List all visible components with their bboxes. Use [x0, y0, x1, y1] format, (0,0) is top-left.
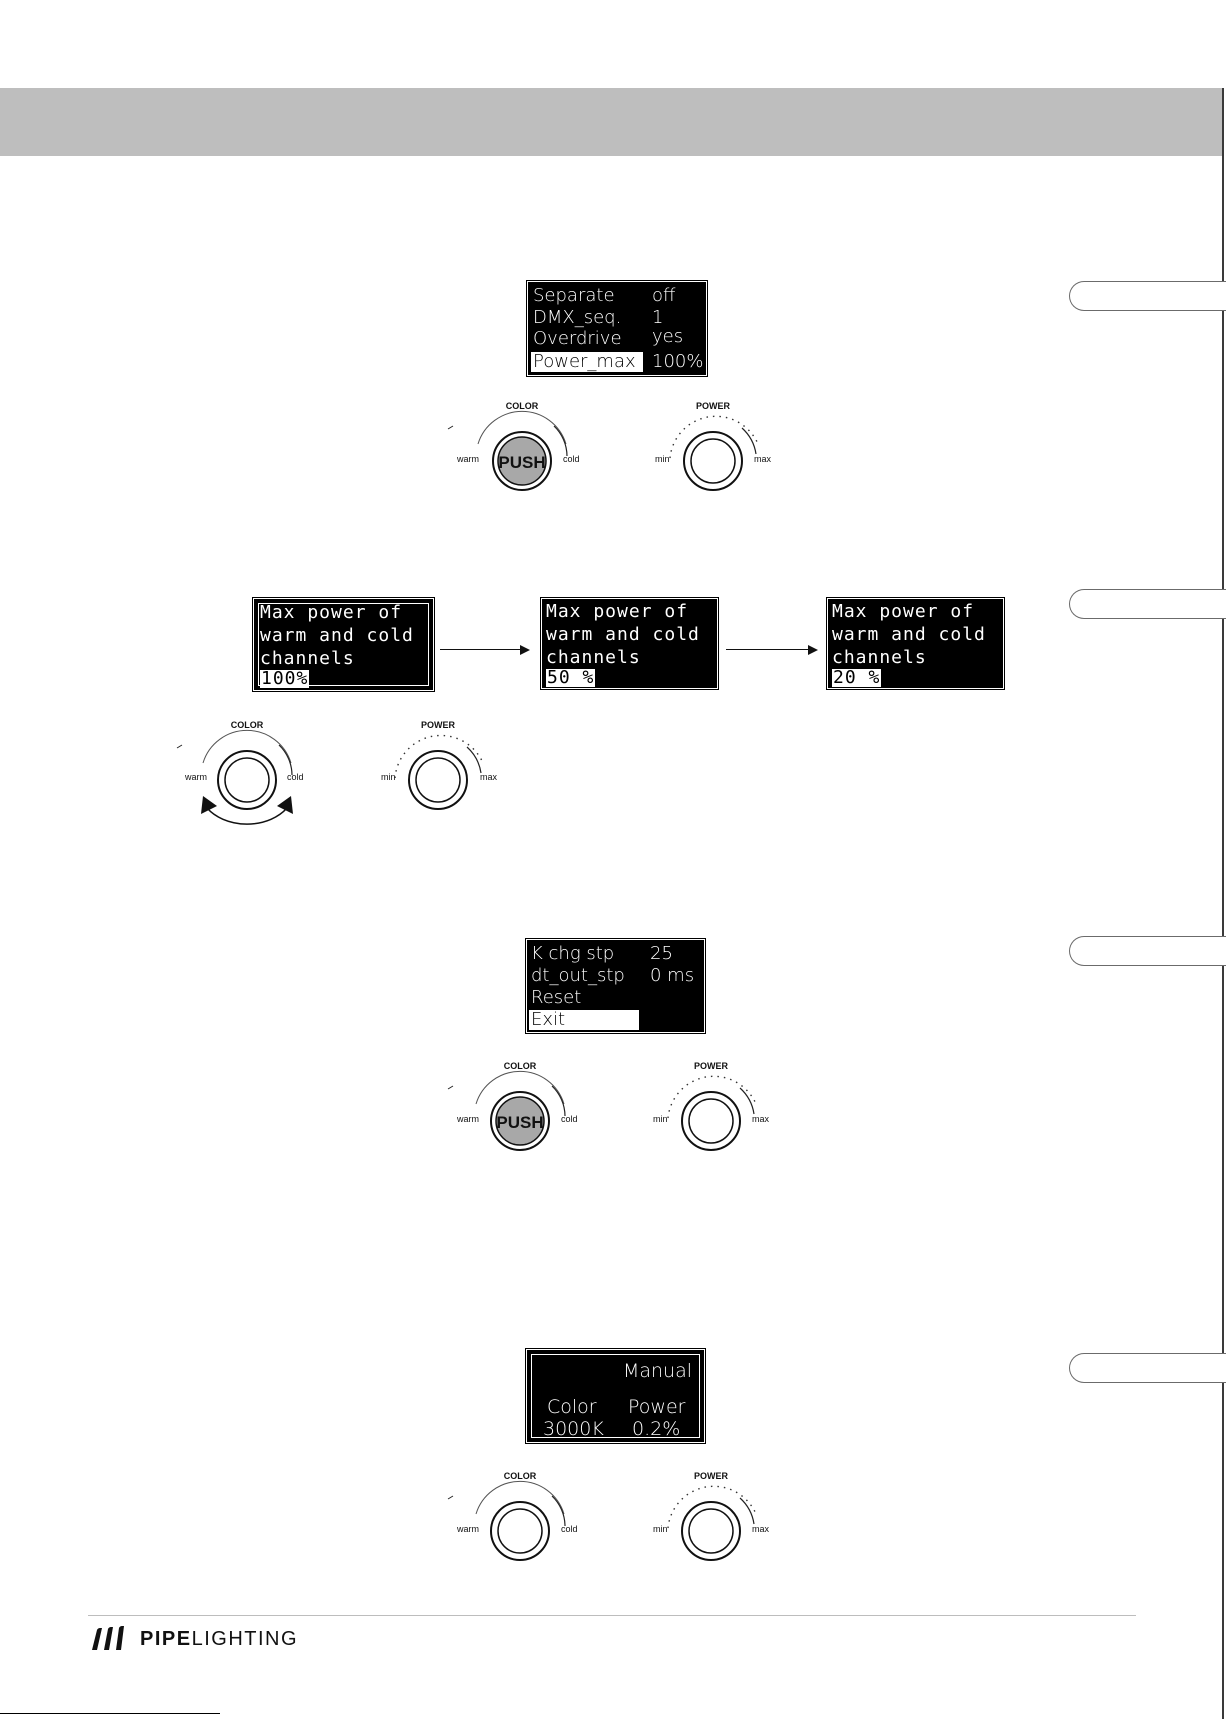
menu-row-label: Reset	[531, 987, 582, 1008]
warm-label: warm	[456, 454, 479, 464]
max-label: max	[480, 772, 498, 782]
power-knob: POWER min max	[381, 720, 498, 810]
color-knob-title: COLOR	[504, 1471, 537, 1481]
side-tab	[1069, 1353, 1226, 1383]
side-tab	[1069, 936, 1226, 966]
max-label: max	[752, 1114, 770, 1124]
footer-bottom-line	[0, 1713, 220, 1714]
screen-text-line: channels	[260, 648, 355, 669]
power-knob: POWER min max	[655, 401, 772, 491]
menu-row-label-selected: Exit	[529, 1010, 639, 1030]
arrow-head-icon	[808, 645, 818, 655]
power-knob-title: POWER	[694, 1061, 729, 1071]
color-knob-title: COLOR	[504, 1061, 537, 1071]
push-label: PUSH	[498, 453, 545, 472]
menu-row-value: 1	[652, 307, 664, 328]
menu-row-value: 0 ms	[650, 965, 695, 986]
power-label: Power	[628, 1396, 686, 1418]
screen-text-line: Max power of	[832, 601, 975, 622]
color-value: 3000K	[543, 1418, 604, 1440]
screen-text-line: channels	[832, 647, 927, 668]
color-knob-title: COLOR	[506, 401, 539, 411]
cold-label: cold	[561, 1114, 578, 1124]
power-knob: POWER min max	[653, 1471, 770, 1561]
warm-label: warm	[456, 1114, 479, 1124]
warm-label: warm	[184, 772, 207, 782]
power-knob-title: POWER	[421, 720, 456, 730]
flow-arrow	[726, 649, 810, 650]
brand-bold: PIPE	[140, 1628, 192, 1650]
side-tab	[1069, 281, 1226, 311]
power-knob-title: POWER	[696, 401, 731, 411]
cold-label: cold	[287, 772, 304, 782]
brand-wordmark: PIPELIGHTING	[140, 1628, 298, 1651]
menu-row-value: 100%	[652, 351, 704, 372]
menu-row-label: dt_out_stp	[531, 965, 625, 986]
display-max-power-100: Max power of warm and cold channels 100%	[252, 597, 435, 692]
min-label: min	[655, 454, 670, 464]
color-knob: COLOR warm cold	[447, 1471, 578, 1561]
display-menu-settings: Separate off DMX_seq. 1 Overdrive yes Po…	[526, 280, 708, 377]
push-label: PUSH	[496, 1113, 543, 1132]
pipelighting-logo-icon	[92, 1626, 124, 1650]
min-label: min	[653, 1114, 668, 1124]
footer-divider	[88, 1615, 1136, 1616]
screen-text-line: Max power of	[260, 602, 403, 623]
page-edge-line	[1222, 88, 1224, 1719]
screen-text-line: channels	[546, 647, 641, 668]
screen-text-line: warm and cold	[832, 624, 986, 645]
color-label: Color	[547, 1396, 597, 1418]
min-label: min	[653, 1524, 668, 1534]
max-label: max	[752, 1524, 770, 1534]
screen-text-line: Max power of	[546, 601, 689, 622]
header-band	[0, 88, 1222, 156]
brand-light: LIGHTING	[191, 1628, 299, 1650]
power-knob-title: POWER	[694, 1471, 729, 1481]
color-knob-push: COLOR warm cold PUSH	[447, 1061, 578, 1151]
max-power-value-selected: 20 %	[832, 667, 882, 688]
mode-text: Manual	[622, 1360, 692, 1382]
screen-text-line: warm and cold	[260, 625, 414, 646]
menu-row-value: yes	[652, 326, 684, 347]
menu-row-label-selected: Power_max	[531, 352, 643, 372]
warm-label: warm	[456, 1524, 479, 1534]
display-menu-advanced: K chg stp 25 dt_out_stp 0 ms Reset Exit	[525, 938, 706, 1034]
menu-row-label: DMX_seq.	[533, 307, 622, 328]
menu-row-label: Separate	[533, 285, 615, 306]
screen-text-line: warm and cold	[546, 624, 700, 645]
power-value: 0.2%	[632, 1418, 681, 1440]
max-power-value-selected: 100%	[260, 668, 310, 689]
side-tab	[1069, 589, 1226, 619]
color-knob-rotate: COLOR warm cold	[176, 720, 304, 825]
display-max-power-50: Max power of warm and cold channels 50 %	[540, 597, 719, 690]
rotate-right-arrow-icon	[277, 796, 293, 814]
color-knob-title: COLOR	[231, 720, 264, 730]
cold-label: cold	[563, 454, 580, 464]
cold-label: cold	[561, 1524, 578, 1534]
menu-row-value: 25	[650, 943, 673, 964]
arrow-head-icon	[520, 645, 530, 655]
power-knob: POWER min max	[653, 1061, 770, 1151]
rotate-left-arrow-icon	[201, 796, 217, 814]
menu-row-label: Overdrive	[533, 328, 622, 349]
display-manual-status: Manual Color Power 3000K 0.2%	[525, 1348, 706, 1444]
min-label: min	[381, 772, 396, 782]
color-knob-push: COLOR warm cold PUSH	[447, 401, 580, 491]
max-power-value-selected: 50 %	[546, 667, 596, 688]
max-label: max	[754, 454, 772, 464]
menu-row-label: K chg stp	[531, 943, 615, 964]
flow-arrow	[440, 649, 523, 650]
menu-row-value: off	[652, 285, 676, 306]
display-max-power-20: Max power of warm and cold channels 20 %	[826, 597, 1005, 690]
